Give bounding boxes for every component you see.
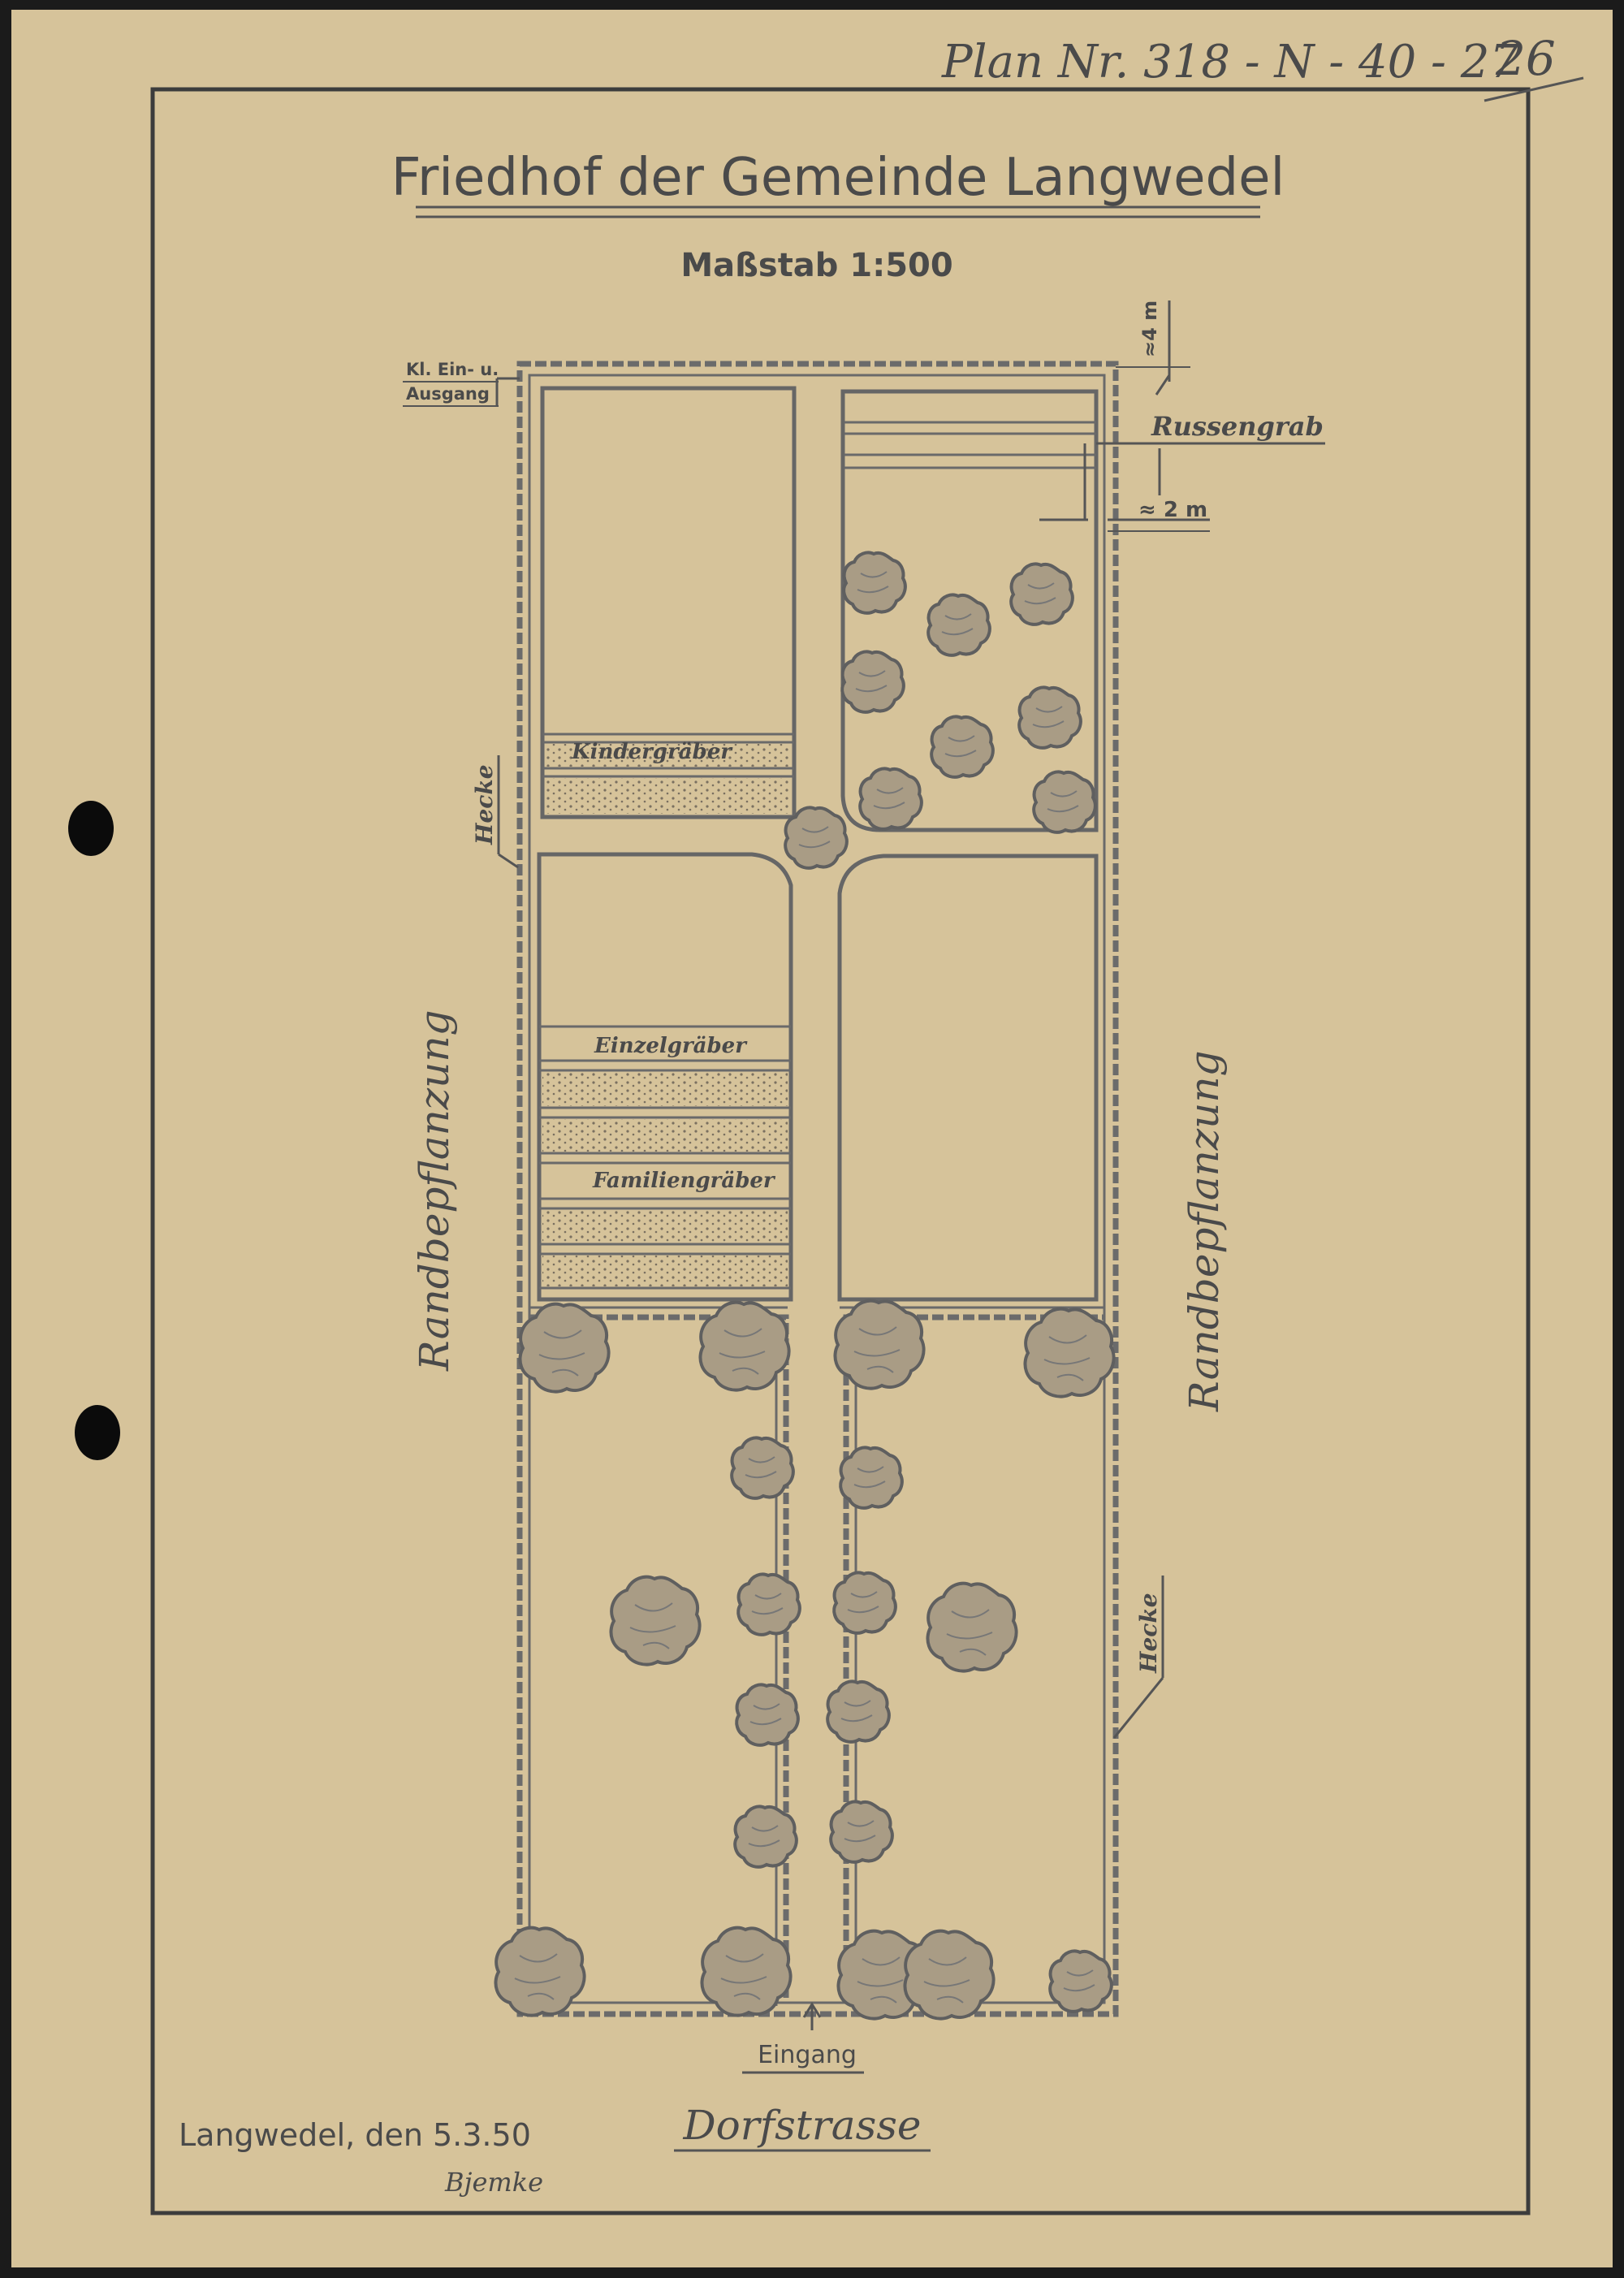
hecke-left-label: Hecke	[471, 764, 498, 845]
tree-tr-6	[1017, 685, 1082, 750]
dim-4m-tick	[1155, 374, 1171, 396]
tree-l-13	[733, 1805, 798, 1869]
tree-tr-3	[1009, 562, 1074, 626]
tree-tr-4	[840, 650, 905, 714]
hecke-right-label: Hecke	[1135, 1593, 1162, 1674]
kinder-stipple-2	[546, 778, 791, 814]
einzel-stipple-4	[542, 1256, 788, 1286]
side-entrance-label-2: Ausgang	[406, 384, 490, 404]
field-mid-left	[537, 852, 793, 1302]
tree-tr-2	[926, 593, 991, 657]
tree-l-11	[735, 1683, 800, 1747]
entrance-arrow-head	[802, 2002, 822, 2018]
tree-l-15	[494, 1926, 586, 2017]
tree-tr-5	[930, 715, 995, 779]
plan-title: Friedhof der Gemeinde Langwedel	[391, 148, 1285, 208]
lower-left-hedge	[529, 1314, 789, 2003]
tree-center	[784, 806, 849, 870]
side-entrance-label-1: Kl. Ein- u.	[406, 360, 499, 379]
eingang-label: Eingang	[758, 2041, 857, 2069]
einzel-stipple-2	[542, 1119, 788, 1152]
randbepflanzung-left-label: Randbepflanzung	[411, 1009, 458, 1372]
kinder-stipple-1	[546, 744, 791, 767]
page-number: 26	[1495, 31, 1556, 86]
tree-l-19	[1048, 1949, 1113, 2013]
tree-tr-1	[842, 551, 907, 615]
punch-hole-top	[68, 801, 114, 856]
plan-number: Plan Nr. 318 - N - 40 - 27	[941, 36, 1518, 89]
tree-l-4	[1023, 1307, 1116, 1398]
boundary-hedge	[516, 361, 1119, 2017]
tree-l-3	[833, 1299, 926, 1390]
einzelgraeber-label: Einzelgräber	[594, 1034, 748, 1058]
field-top-left	[540, 386, 797, 819]
paper-tone	[11, 10, 1613, 2267]
boundary-line-inner	[528, 374, 1106, 2004]
tree-l-10	[926, 1581, 1018, 1673]
tree-l-16	[700, 1926, 793, 2017]
einzel-stipple-3	[542, 1210, 788, 1243]
russengrab-label: Russengrab	[1151, 411, 1324, 442]
dim-2m-label: ≈ 2 m	[1138, 498, 1207, 522]
street-label: Dorfstrasse	[683, 2102, 922, 2149]
field-mid-right	[837, 854, 1099, 1302]
einzel-stipple-1	[542, 1072, 788, 1106]
scale-label: Maßstab 1:500	[680, 247, 952, 284]
kindergraeber-label: Kindergräber	[571, 740, 733, 764]
tree-l-5	[730, 1436, 795, 1500]
familiengraeber-label: Familiengräber	[592, 1169, 776, 1193]
drawing-frame	[150, 87, 1531, 2215]
tree-l-8	[736, 1572, 801, 1636]
hecke-right-leader	[1112, 1677, 1164, 1739]
field-top-right	[840, 389, 1099, 832]
punch-hole-bottom	[75, 1405, 120, 1460]
tree-l-1	[518, 1302, 611, 1394]
tree-l-7	[609, 1575, 702, 1666]
tree-l-14	[829, 1800, 894, 1864]
tree-l-12	[826, 1679, 891, 1744]
dim-4m-label: ≈4 m	[1138, 300, 1161, 357]
tree-l-9	[832, 1571, 897, 1635]
signature: Bjemke	[444, 2167, 543, 2198]
tree-l-2	[698, 1300, 791, 1392]
randbepflanzung-right-label: Randbepflanzung	[1181, 1050, 1228, 1412]
tree-l-18	[903, 1929, 996, 2021]
place-date: Langwedel, den 5.3.50	[179, 2117, 531, 2153]
paper	[11, 10, 1613, 2267]
tree-l-6	[839, 1446, 904, 1510]
tree-tr-7	[858, 767, 923, 831]
page-number-underline	[1484, 76, 1584, 102]
hecke-left-leader	[498, 853, 519, 869]
tree-tr-8	[1032, 770, 1097, 834]
